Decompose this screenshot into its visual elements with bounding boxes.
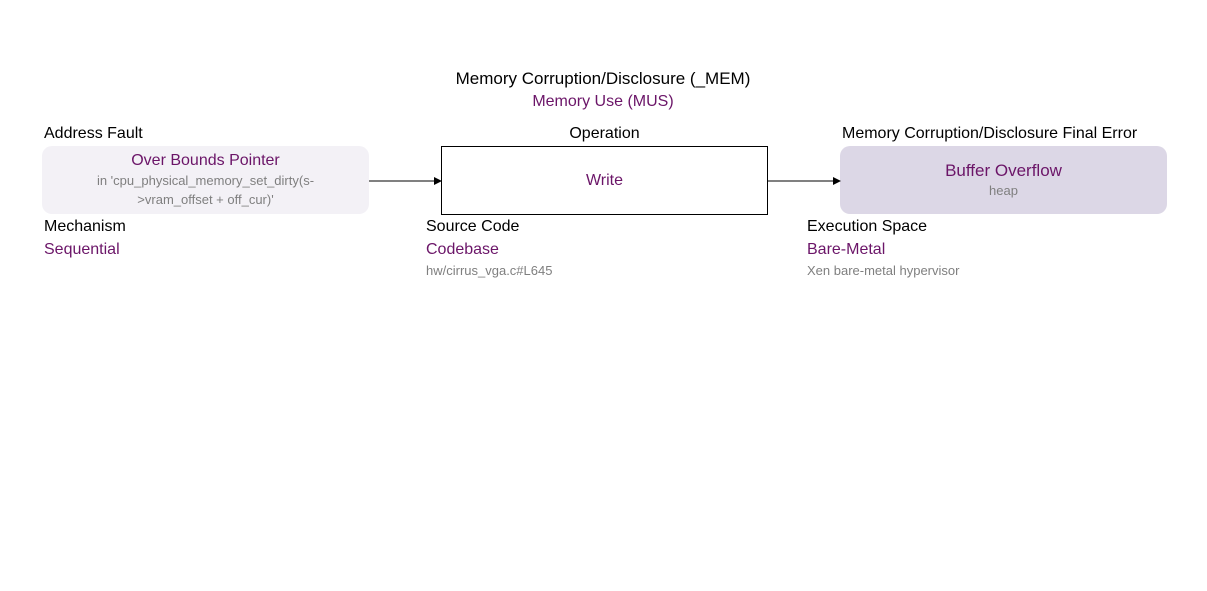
result-detail: heap <box>989 182 1018 198</box>
result-box: Buffer Overflow heap <box>840 146 1167 214</box>
execution-space-detail: Xen bare-metal hypervisor <box>807 263 960 278</box>
class-subtitle: Memory Use (MUS) <box>532 93 674 110</box>
mechanism-value: Sequential <box>44 241 120 258</box>
cause-detail: in 'cpu_physical_memory_set_dirty(s->vra… <box>96 173 315 207</box>
source-code-detail: hw/cirrus_vga.c#L645 <box>426 263 553 278</box>
cause-caption: Address Fault <box>44 125 143 142</box>
execution-space-value: Bare-Metal <box>807 241 886 258</box>
cause-title: Over Bounds Pointer <box>131 152 280 169</box>
source-code-value: Codebase <box>426 241 499 258</box>
result-title: Buffer Overflow <box>945 160 1062 180</box>
operation-caption: Operation <box>569 125 640 142</box>
execution-space-caption: Execution Space <box>807 218 928 235</box>
cause-box: Over Bounds Pointer in 'cpu_physical_mem… <box>42 146 369 214</box>
result-caption: Memory Corruption/Disclosure Final Error <box>842 125 1138 142</box>
operation-box: Write <box>441 146 768 215</box>
source-code-caption: Source Code <box>426 218 520 235</box>
operation-title: Write <box>585 171 624 189</box>
class-title: Memory Corruption/Disclosure (_MEM) <box>455 69 751 88</box>
mechanism-caption: Mechanism <box>44 218 126 235</box>
